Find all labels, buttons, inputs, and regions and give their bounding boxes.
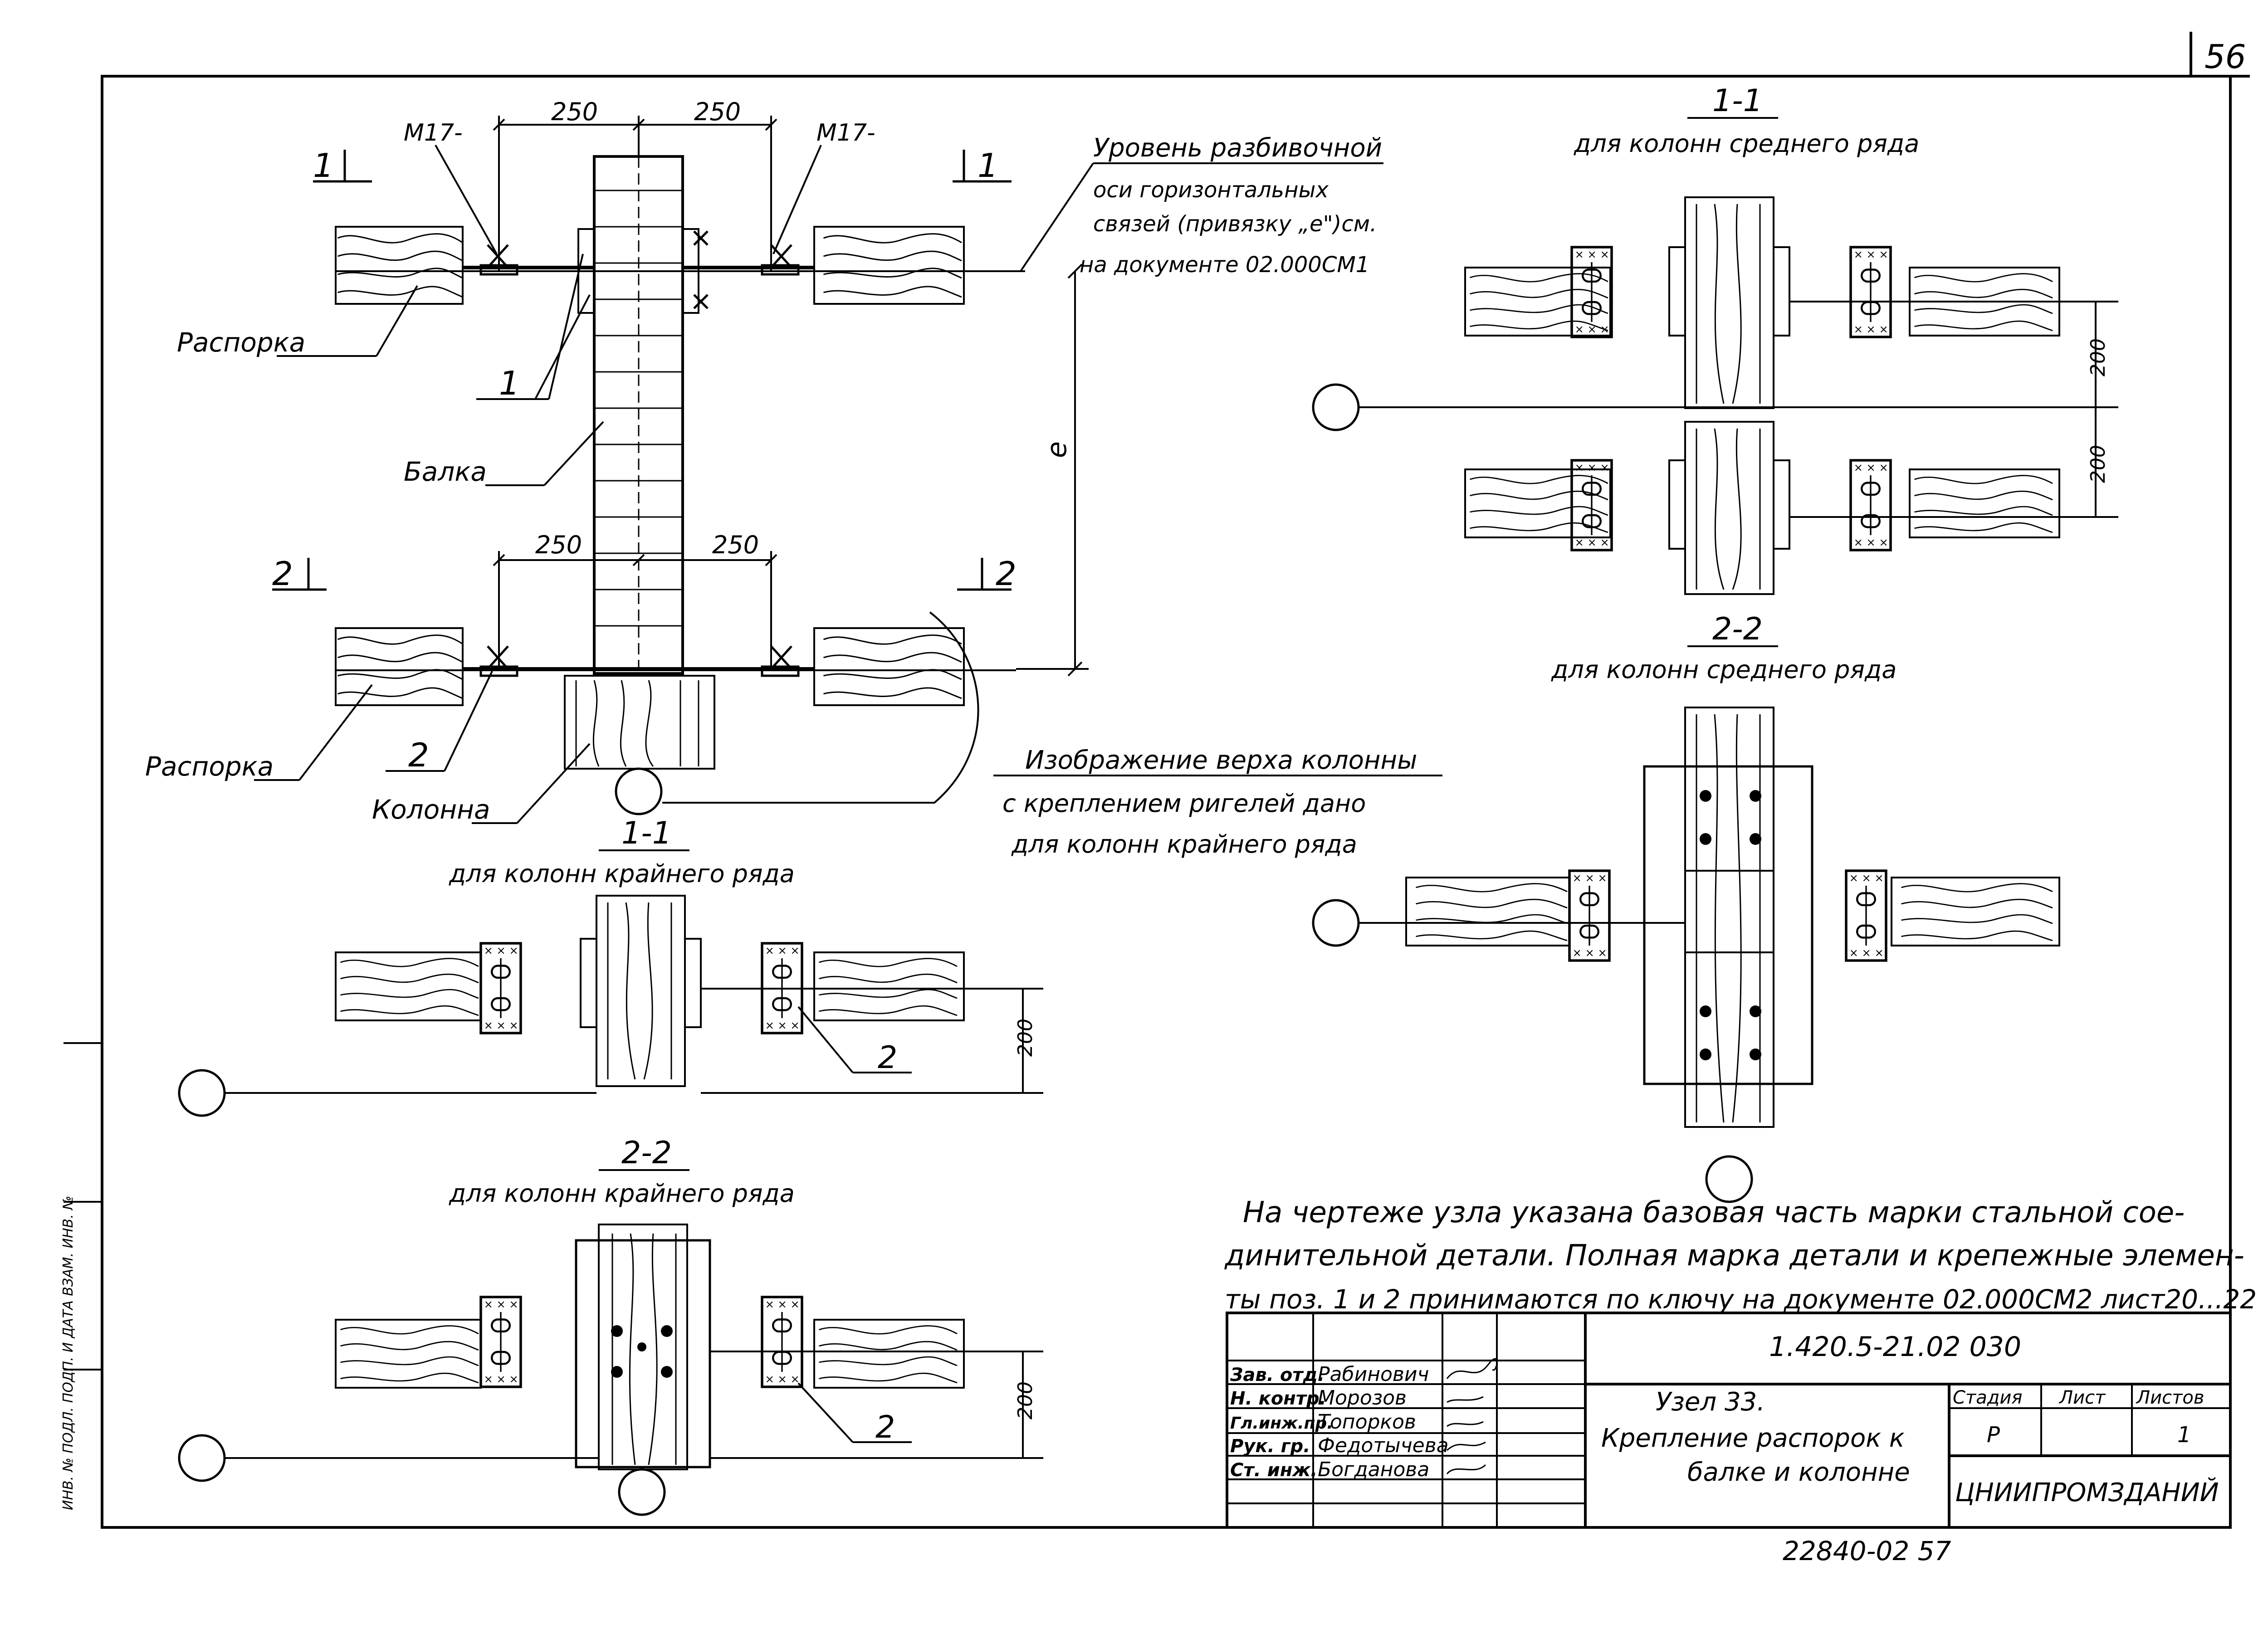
svg-text:Зав. отд.: Зав. отд.	[1230, 1365, 1325, 1385]
svg-text:Рабинович: Рабинович	[1318, 1363, 1429, 1386]
svg-text:2: 2	[878, 1040, 897, 1076]
view-title: 1-1	[621, 815, 672, 851]
side-text: ИНВ. № ПОДЛ. ПОДП. И ДАТА ВЗАМ. ИНВ. №	[60, 1196, 76, 1510]
svg-text:с креплением ригелей дано: с креплением ригелей дано	[1002, 789, 1366, 818]
svg-text:Гл.инж.пр.: Гл.инж.пр.	[1230, 1414, 1333, 1433]
org-name: ЦНИИПРОМЗДАНИЙ	[1955, 1478, 2219, 1507]
general-note: На чертеже узла указана базовая часть ма…	[1224, 1196, 2257, 1315]
m17-right-label: М17-	[816, 119, 875, 146]
svg-text:ты поз. 1 и 2 принимаются по к: ты поз. 1 и 2 принимаются по ключу на до…	[1225, 1284, 2257, 1315]
view-2-2-edge: 2-2 для колонн крайнего ряда 200 2	[178, 1135, 1043, 1516]
svg-text:Листов: Листов	[2136, 1387, 2204, 1408]
svg-text:связей (привязку „е")см.: связей (привязку „е")см.	[1093, 211, 1377, 237]
kolonna-label: Колонна	[372, 794, 490, 825]
svg-text:Морозов: Морозов	[1318, 1386, 1407, 1410]
side-strip: ИНВ. № ПОДЛ. ПОДП. И ДАТА ВЗАМ. ИНВ. №	[60, 1042, 102, 1510]
bottom-strut-right	[813, 627, 965, 706]
svg-text:200: 200	[1014, 1381, 1037, 1419]
svg-text:1: 1	[313, 146, 334, 185]
svg-text:динительной детали. Полная мар: динительной детали. Полная марка детали …	[1224, 1239, 2244, 1273]
view-1-1-edge: 1-1 для колонн крайнего ряда 200 2	[178, 815, 1043, 1117]
svg-text:250: 250	[694, 98, 741, 126]
svg-text:на документе 02.000СМ1: на документе 02.000СМ1	[1080, 252, 1369, 278]
svg-text:2-2: 2-2	[621, 1135, 672, 1171]
view-1-1-middle: 1-1 для колонн среднего ряда 200 200	[1312, 83, 2118, 595]
top-strut-right	[813, 226, 965, 305]
svg-text:для колонн крайнего ряда: для колонн крайнего ряда	[1011, 830, 1357, 858]
svg-text:Рук. гр.: Рук. гр.	[1230, 1436, 1310, 1457]
svg-text:Стадия: Стадия	[1953, 1387, 2022, 1408]
svg-text:Узел 33.: Узел 33.	[1656, 1387, 1765, 1417]
svg-text:для колонн крайнего ряда: для колонн крайнего ряда	[449, 1179, 795, 1208]
column-kolonna	[564, 675, 715, 770]
svg-text:200: 200	[2087, 338, 2110, 376]
plan-view: 250 250 М17- М17- 1 1 е Уровень разбивоч…	[145, 98, 1442, 858]
svg-text:1: 1	[2177, 1422, 2191, 1448]
svg-text:200: 200	[1014, 1019, 1037, 1057]
svg-text:1: 1	[499, 364, 520, 402]
svg-text:Н. контр.: Н. контр.	[1230, 1388, 1326, 1409]
svg-text:250: 250	[535, 531, 582, 559]
svg-text:Р: Р	[1987, 1422, 2000, 1448]
svg-text:для колонн среднего ряда: для колонн среднего ряда	[1574, 129, 1919, 158]
title-block: Зав. отд. Н. контр. Гл.инж.пр. Рук. гр. …	[1226, 1312, 2232, 1529]
svg-text:Ст. инж.: Ст. инж.	[1230, 1460, 1317, 1481]
svg-text:2: 2	[875, 1410, 895, 1445]
m17-left-label: М17-	[404, 119, 463, 146]
svg-text:Изображение верха колонны: Изображение верха колонны	[1025, 746, 1417, 775]
svg-text:Богданова: Богданова	[1318, 1458, 1429, 1481]
svg-text:На чертеже узла указана базова: На чертеже узла указана базовая часть ма…	[1243, 1196, 2185, 1229]
svg-text:250: 250	[551, 98, 598, 126]
svg-text:Лист: Лист	[2058, 1387, 2106, 1408]
svg-text:для колонн среднего ряда: для колонн среднего ряда	[1551, 655, 1897, 684]
doc-code: 1.420.5-21.02 030	[1769, 1331, 2021, 1363]
svg-text:оси горизонтальных: оси горизонтальных	[1093, 177, 1329, 203]
raspor-label-top: Распорка	[177, 327, 305, 358]
svg-text:200: 200	[2087, 445, 2110, 483]
bottom-strut-left	[335, 627, 464, 706]
sheet-frame: 56	[101, 32, 2250, 1529]
page-number: 56	[2204, 38, 2246, 76]
svg-text:2-2: 2-2	[1712, 611, 1763, 647]
svg-text:Федотычева: Федотычева	[1318, 1434, 1449, 1457]
svg-text:2: 2	[272, 555, 293, 593]
svg-text:Топорков: Топорков	[1318, 1410, 1416, 1434]
signatures	[1446, 1358, 1498, 1475]
svg-text:2: 2	[408, 736, 429, 774]
svg-text:для колонн крайнего ряда: для колонн крайнего ряда	[449, 859, 795, 888]
svg-text:балке и колонне: балке и колонне	[1687, 1458, 1910, 1487]
svg-text:е: е	[1041, 441, 1073, 458]
balka-label: Балка	[404, 456, 487, 487]
svg-text:Крепление распорок к: Крепление распорок к	[1601, 1424, 1905, 1453]
svg-text:250: 250	[712, 531, 759, 559]
top-strut-left	[335, 226, 464, 305]
bottom-code: 22840-02 57	[1783, 1536, 1951, 1566]
svg-text:1-1: 1-1	[1712, 83, 1763, 119]
view-2-2-middle: 2-2 для колонн среднего ряда	[1312, 611, 2060, 1203]
svg-text:1: 1	[978, 146, 998, 185]
svg-text:Уровень разбивочной: Уровень разбивочной	[1093, 133, 1382, 163]
raspor-label-bottom: Распорка	[145, 751, 274, 782]
svg-text:2: 2	[996, 555, 1017, 593]
